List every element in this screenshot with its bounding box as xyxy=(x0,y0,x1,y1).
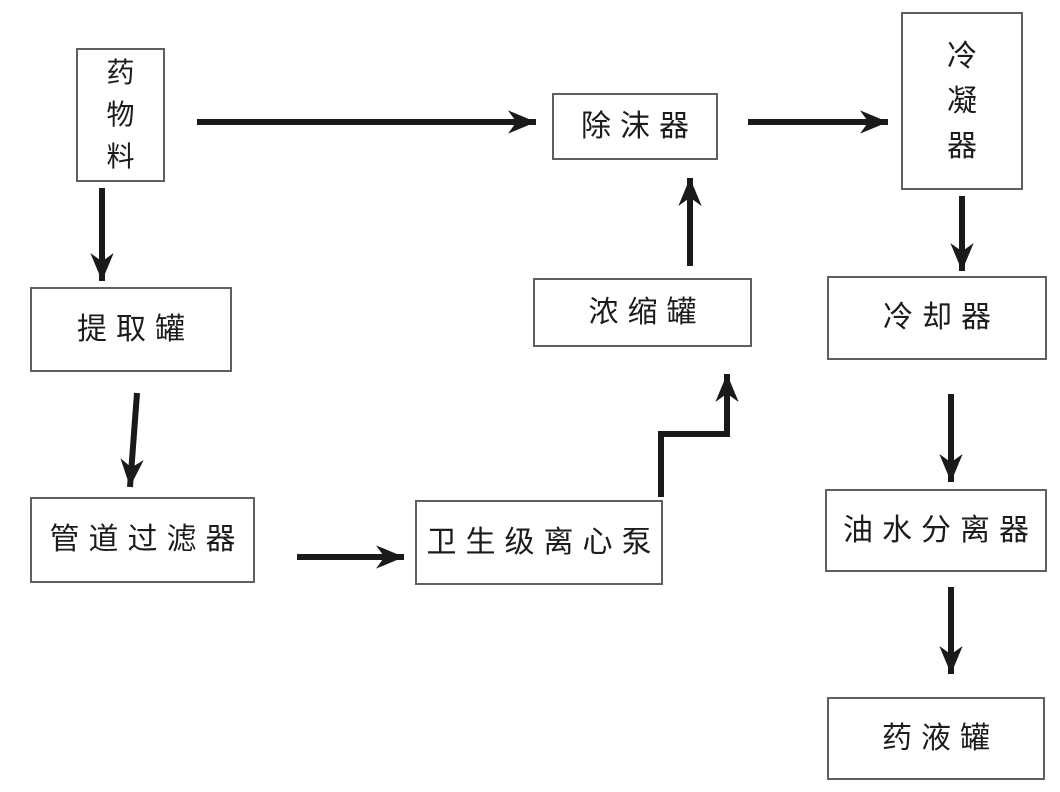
node-extraction-tank-label: 提取罐 xyxy=(77,311,194,347)
node-sanitary-centrifugal-pump: 卫生级离心泵 xyxy=(415,500,663,585)
node-pipeline-filter-label: 管道过滤器 xyxy=(49,522,245,557)
node-sanitary-centrifugal-pump-label: 卫生级离心泵 xyxy=(426,524,661,560)
node-extraction-tank: 提取罐 xyxy=(30,287,232,372)
node-condenser-label: 冷凝器 xyxy=(947,38,977,164)
node-oil-water-separator-label: 油水分离器 xyxy=(843,512,1038,548)
node-demister-label: 除沫器 xyxy=(581,108,698,144)
node-concentration-tank: 浓缩罐 xyxy=(533,278,752,347)
node-liquid-medicine-tank: 药液罐 xyxy=(827,697,1045,780)
node-cooler: 冷却器 xyxy=(827,276,1047,360)
node-cooler-label: 冷却器 xyxy=(883,300,1000,335)
arrow-extraction-tank-to-pipeline-filter xyxy=(120,392,144,488)
node-demister: 除沫器 xyxy=(552,93,718,160)
node-drug-material-label: 药物料 xyxy=(106,56,135,173)
node-oil-water-separator: 油水分离器 xyxy=(825,489,1047,572)
node-condenser: 冷凝器 xyxy=(901,12,1023,190)
arrow-pump-to-concentration-tank xyxy=(658,374,739,497)
node-pipeline-filter: 管道过滤器 xyxy=(30,497,255,583)
node-concentration-tank-label: 浓缩罐 xyxy=(588,294,706,330)
node-liquid-medicine-tank-label: 药液罐 xyxy=(882,720,999,756)
node-drug-material: 药物料 xyxy=(76,48,165,182)
